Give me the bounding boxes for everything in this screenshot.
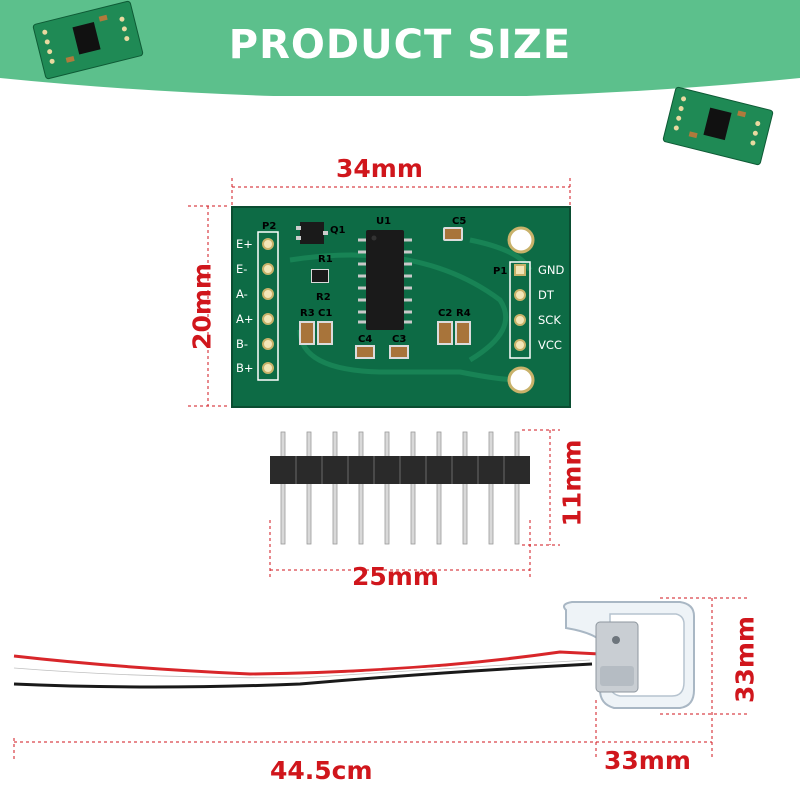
dimension-cable-length: 44.5cm [270, 756, 373, 785]
banner-background [0, 0, 800, 96]
pin-label-e-plus: E+ [236, 237, 253, 251]
label-u1: U1 [376, 216, 391, 227]
header-pin [488, 431, 494, 545]
header-pin [514, 431, 520, 545]
transistor-q1 [296, 222, 328, 244]
header-pin [332, 431, 338, 545]
chip-u1 [358, 230, 412, 330]
pin-label-vcc: VCC [538, 338, 562, 352]
dimension-board-width: 34mm [336, 154, 423, 183]
header-pin [358, 431, 364, 545]
pin-header-illustration [269, 429, 560, 580]
label-p2: P2 [262, 221, 276, 232]
pin-label-b-plus: B+ [236, 361, 254, 375]
label-r2: R2 [316, 292, 331, 303]
label-c4: C4 [358, 334, 372, 345]
pin-label-sck: SCK [538, 313, 561, 327]
header-pin [436, 431, 442, 545]
header-pins [280, 431, 520, 545]
dimension-sensor-height: 33mm [730, 616, 760, 703]
header-pin [410, 431, 416, 545]
label-r1: R1 [318, 254, 333, 265]
label-c1: C1 [318, 308, 332, 319]
label-r4: R4 [456, 308, 471, 319]
label-p1: P1 [493, 266, 507, 277]
board-dimension-lines [188, 178, 571, 407]
dimension-sensor-width: 33mm [604, 746, 691, 775]
header-pin [306, 431, 312, 545]
label-c5: C5 [452, 216, 466, 227]
pcb-board: P2 P1 U1 Q1 R1 R2 R3 C1 C2 R4 C3 C4 C5 E… [231, 206, 571, 408]
pin-label-a-minus: A- [236, 287, 248, 301]
header-pin [280, 431, 286, 545]
pin-label-b-minus: B- [236, 337, 248, 351]
load-cell-illustration [13, 597, 748, 760]
dimension-header-width: 25mm [352, 562, 439, 591]
label-c2: C2 [438, 308, 452, 319]
header-banner: PRODUCT SIZE [0, 0, 800, 96]
label-c3: C3 [392, 334, 406, 345]
header-pin [462, 431, 468, 545]
label-q1: Q1 [330, 225, 346, 236]
pin-label-a-plus: A+ [236, 312, 254, 326]
dimension-header-height: 11mm [557, 439, 587, 527]
pin-label-gnd: GND [538, 263, 565, 277]
dimension-board-height: 20mm [187, 263, 217, 350]
pin-label-dt: DT [538, 288, 555, 302]
header-pin [384, 431, 390, 545]
pin-label-e-minus: E- [236, 262, 247, 276]
page-title: PRODUCT SIZE [228, 22, 572, 68]
label-r3: R3 [300, 308, 315, 319]
thumbnail-board-right [662, 86, 774, 166]
